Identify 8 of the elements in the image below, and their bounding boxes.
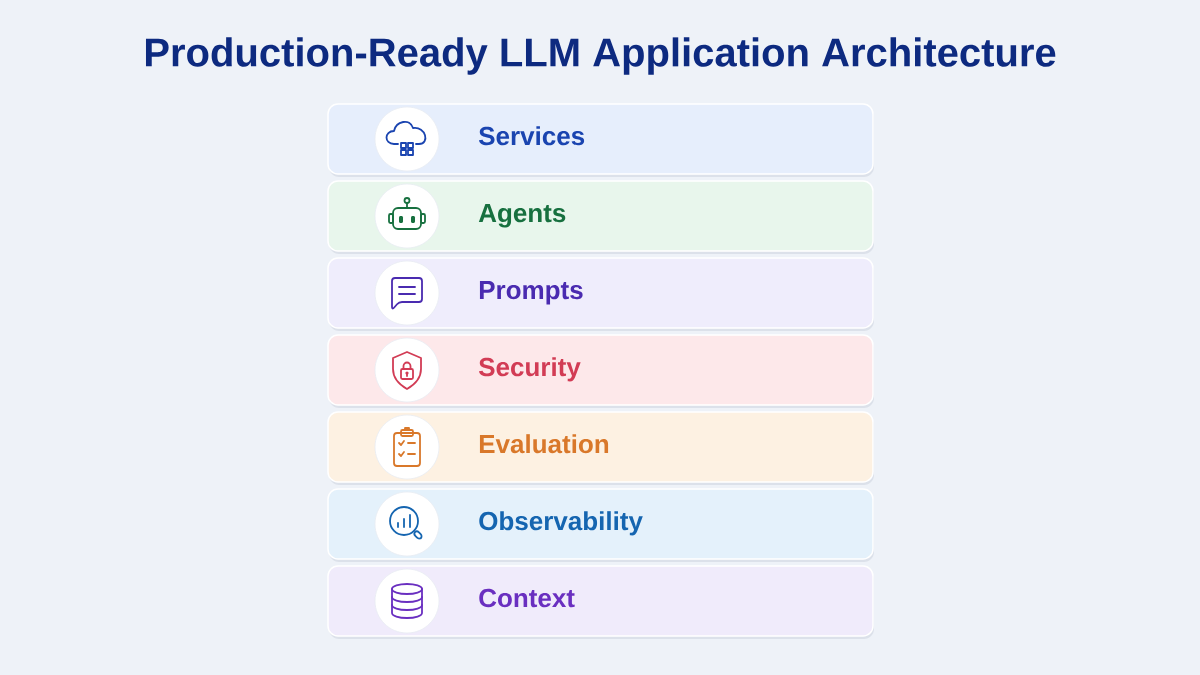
layer-bar: Observability xyxy=(327,488,874,562)
title: Production-Ready LLM Application Architecture xyxy=(146,37,1056,75)
layer-bar: Security xyxy=(327,334,874,408)
layer-bar: Services xyxy=(327,103,874,177)
layer-bar: Prompts xyxy=(327,257,874,331)
layer-bar: Context xyxy=(327,565,874,639)
layer-bar: Agents xyxy=(327,180,874,254)
layer-bar: Evaluation xyxy=(327,411,874,485)
